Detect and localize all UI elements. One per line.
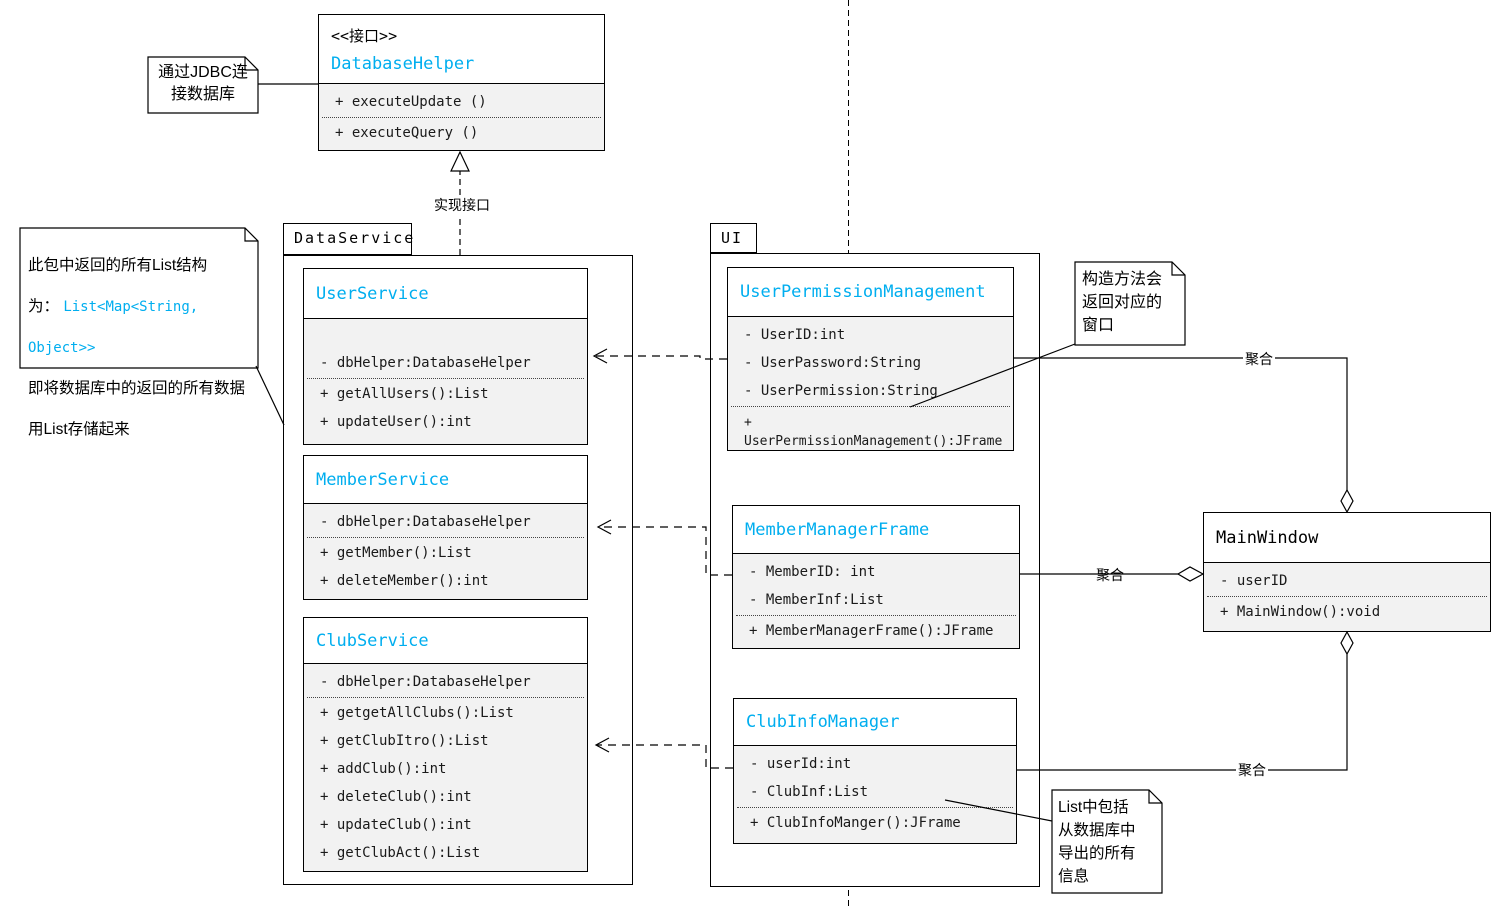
member-row: - dbHelper:DatabaseHelper bbox=[320, 513, 531, 530]
section-divider bbox=[731, 406, 1010, 407]
realization-label: 实现接口 bbox=[432, 195, 492, 215]
class-clubinfomanager[interactable]: ClubInfoManager - userId:int - ClubInf:L… bbox=[733, 698, 1017, 844]
section-divider bbox=[307, 697, 584, 698]
section-divider bbox=[1207, 596, 1487, 597]
member-row: + ClubInfoManger():JFrame bbox=[750, 814, 961, 831]
member-row: - userID bbox=[1220, 572, 1288, 589]
class-userpermissionmanagement[interactable]: UserPermissionManagement - UserID:int - … bbox=[727, 267, 1014, 451]
member-row: - ClubInf:List bbox=[750, 783, 869, 800]
aggregation-label-bottom: 聚合 bbox=[1236, 760, 1268, 780]
member-row: - MemberInf:List bbox=[749, 591, 884, 608]
class-name: UserService bbox=[316, 283, 429, 304]
note-line-code: Object>> bbox=[28, 339, 96, 356]
note-listinfo-text: List中包括 从数据库中 导出的所有 信息 bbox=[1058, 799, 1136, 885]
aggregation-upm-mainwindow bbox=[1014, 357, 1348, 491]
class-name: MainWindow bbox=[1216, 527, 1319, 548]
note-pkglist-text: 此包中返回的所有List结构 为： List<Map<String, Objec… bbox=[28, 235, 252, 440]
member-row: - UserID:int bbox=[744, 326, 846, 343]
section-divider bbox=[307, 378, 584, 379]
class-memberservice[interactable]: MemberService - dbHelper:DatabaseHelper … bbox=[303, 455, 588, 600]
note-constructor-text: 构造方法会 返回对应的 窗口 bbox=[1082, 271, 1163, 334]
note-line: 为： bbox=[28, 297, 64, 315]
section-divider bbox=[737, 807, 1013, 808]
note-line-code: List<Map<String, bbox=[63, 298, 199, 315]
note-line: 用List存储起来 bbox=[28, 420, 130, 438]
class-name: ClubInfoManager bbox=[746, 712, 900, 732]
aggregation-label-mid: 聚合 bbox=[1096, 567, 1124, 583]
class-name: DatabaseHelper bbox=[331, 53, 475, 74]
member-row: + deleteClub():int bbox=[320, 788, 472, 805]
member-row: + getClubItro():List bbox=[320, 732, 489, 749]
class-name: UserPermissionManagement bbox=[740, 282, 986, 302]
note-jdbc-text: 通过JDBC连 接数据库 bbox=[158, 64, 248, 103]
note-line: 即将数据库中的返回的所有数据 bbox=[28, 379, 246, 397]
member-row: + UserPermissionManagement():JFrame bbox=[744, 414, 1003, 449]
class-clubservice[interactable]: ClubService - dbHelper:DatabaseHelper + … bbox=[303, 617, 588, 872]
member-row: + getMember():List bbox=[320, 544, 472, 561]
member-row: - userId:int bbox=[750, 755, 852, 772]
member-row: + deleteMember():int bbox=[320, 572, 489, 589]
member-row: - dbHelper:DatabaseHelper bbox=[320, 354, 531, 371]
note-anchor-pkglist bbox=[255, 365, 285, 426]
member-row: + getClubAct():List bbox=[320, 844, 481, 861]
member-row: + addClub():int bbox=[320, 760, 447, 777]
member-row: + getAllUsers():List bbox=[320, 385, 489, 402]
realization-triangle-icon bbox=[450, 150, 470, 172]
aggregation-label-top: 聚合 bbox=[1243, 349, 1275, 369]
member-row: - MemberID: int bbox=[749, 563, 876, 580]
class-name: ClubService bbox=[316, 630, 429, 651]
package-ui-tab: UI bbox=[710, 223, 757, 253]
member-row: + MainWindow():void bbox=[1220, 603, 1381, 620]
section-divider bbox=[736, 615, 1016, 616]
member-row: - dbHelper:DatabaseHelper bbox=[320, 673, 531, 690]
diamond-left-icon bbox=[1176, 566, 1205, 582]
class-name: MemberManagerFrame bbox=[745, 519, 930, 540]
package-dataservice-tab: DataService bbox=[283, 223, 413, 255]
member-row: + executeQuery () bbox=[335, 124, 479, 141]
class-mainwindow[interactable]: MainWindow - userID + MainWindow():void bbox=[1203, 512, 1491, 632]
member-row: + executeUpdate () bbox=[335, 93, 487, 110]
member-row: + MemberManagerFrame():JFrame bbox=[749, 622, 994, 639]
member-row: + updateClub():int bbox=[320, 816, 472, 833]
class-userservice[interactable]: UserService - dbHelper:DatabaseHelper + … bbox=[303, 268, 588, 445]
aggregation-cim-mainwindow bbox=[1017, 654, 1348, 771]
section-divider bbox=[307, 537, 584, 538]
class-membermanagerframe[interactable]: MemberManagerFrame - MemberID: int - Mem… bbox=[732, 505, 1020, 649]
section-divider bbox=[322, 117, 601, 118]
diamond-top-icon bbox=[1340, 488, 1354, 514]
member-row: - UserPermission:String bbox=[744, 382, 938, 399]
diamond-bottom-icon bbox=[1340, 630, 1354, 656]
note-line: 此包中返回的所有List结构 bbox=[28, 256, 208, 274]
class-name: MemberService bbox=[316, 469, 450, 490]
member-row: - UserPassword:String bbox=[744, 354, 922, 371]
class-databasehelper[interactable]: <<接口>> DatabaseHelper + executeUpdate ()… bbox=[318, 14, 605, 151]
member-row: + getgetAllClubs():List bbox=[320, 704, 514, 721]
member-row: + updateUser():int bbox=[320, 413, 472, 430]
stereotype-label: <<接口>> bbox=[331, 26, 398, 45]
